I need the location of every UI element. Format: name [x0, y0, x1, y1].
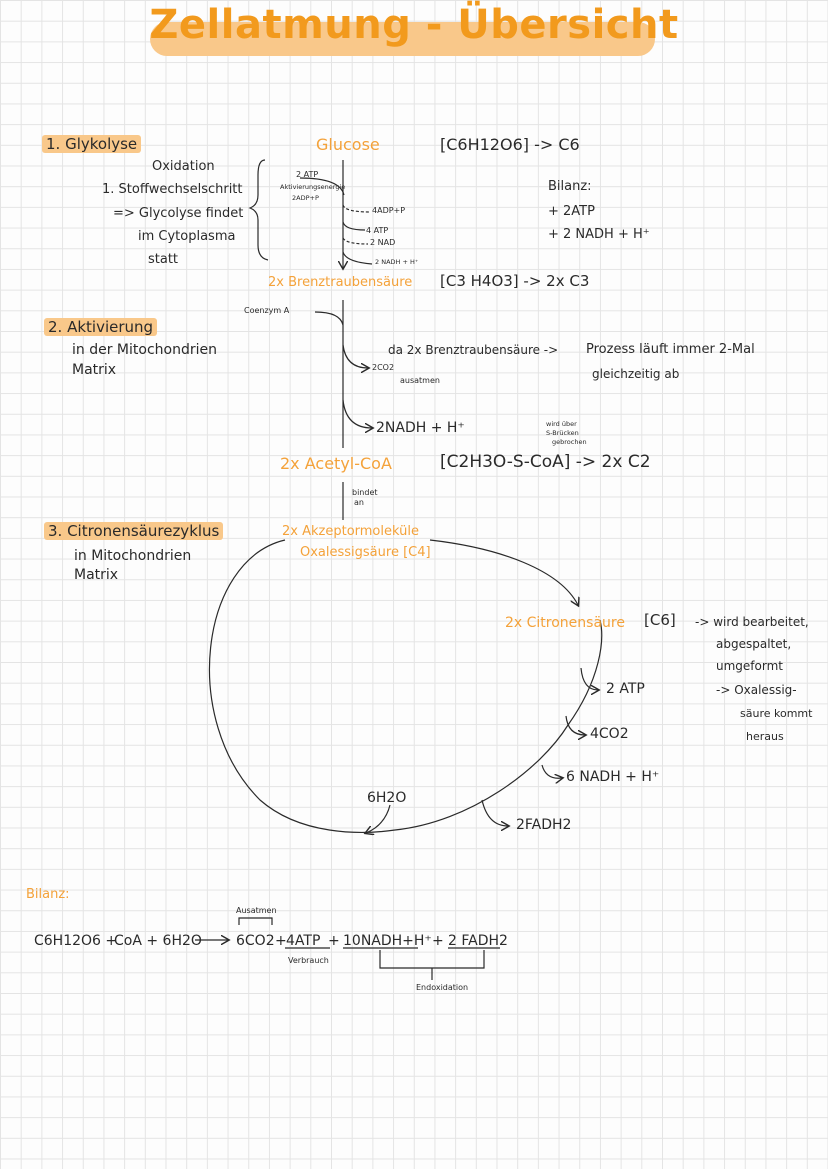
coenzym-a: Coenzym A [244, 306, 290, 315]
process-note-2: gleichzeitig ab [592, 367, 680, 381]
summary-label: Bilanz: [26, 887, 70, 902]
sec2-note: Matrix [72, 362, 117, 378]
cycle-atp: 2 ATP [606, 681, 645, 697]
acceptor-label: 2x Akzeptormoleküle [282, 524, 419, 539]
sec3-note: Matrix [74, 567, 119, 583]
section-1-heading: 1. Glykolyse [42, 135, 142, 153]
output-atp: 4 ATP [366, 226, 389, 235]
bridge-note: gebrochen [552, 438, 587, 446]
sec1-note: im Cytoplasma [138, 229, 236, 244]
acetyl-coa-label: 2x Acetyl-CoA [280, 454, 392, 473]
co2-label: 2CO2 [372, 363, 395, 372]
page-title: Zellatmung - Übersicht [149, 2, 679, 48]
summary-fadh: 2 FADH2 [448, 933, 508, 949]
exhale-label: ausatmen [400, 376, 440, 385]
sec3-note: in Mitochondrien [74, 548, 192, 564]
input-nad: 2 NAD [370, 238, 396, 247]
summary-usage: Verbrauch [288, 956, 329, 965]
output-nadh: 2 NADH + H⁺ [375, 258, 419, 266]
citric-acid-label: 2x Citronensäure [505, 615, 625, 631]
bilanz-1-nadh: + 2 NADH + H⁺ [548, 227, 650, 242]
output-adp: 4ADP+P [372, 206, 406, 215]
process-notes: abgespaltet, [716, 637, 792, 651]
input-adp: 2ADP+P [292, 194, 319, 202]
process-notes: säure kommt [740, 707, 813, 720]
input-atp: 2 ATP [296, 170, 319, 179]
process-notes: heraus [746, 730, 784, 743]
summary-endox: Endoxidation [416, 983, 469, 992]
binds-label: bindet [352, 488, 378, 497]
summary-plus: + [328, 933, 340, 949]
summary-lhs-1: C6H12O6 + [34, 933, 118, 949]
pyruvate-label: 2x Brenztraubensäure [268, 275, 413, 290]
cycle-nadh: 6 NADH + H⁺ [566, 769, 660, 785]
summary-lhs-2: CoA + 6H2O [114, 933, 202, 949]
glucose-label: Glucose [316, 135, 380, 154]
summary-plus: + [432, 933, 444, 949]
sec1-note: Oxidation [152, 159, 215, 174]
glucose-formula: [C6H12O6] -> C6 [440, 135, 580, 154]
sec2-note: in der Mitochondrien [72, 342, 217, 358]
process-notes: -> Oxalessig- [716, 683, 797, 697]
acetyl-coa-formula: [C2H3O-S-CoA] -> 2x C2 [440, 452, 651, 472]
sec1-note: 1. Stoffwechselschritt [102, 182, 243, 197]
cycle-co2: 4CO2 [590, 726, 629, 742]
title-highlight [150, 22, 655, 56]
citric-acid-formula: [C6] [644, 611, 676, 629]
section-2-heading: 2. Aktivierung [44, 318, 158, 336]
summary-plus: + [275, 933, 287, 949]
summary-nadh: 10NADH+H⁺ [343, 933, 432, 949]
sec1-note: statt [148, 252, 179, 267]
bridge-note: S-Brücken [546, 429, 579, 437]
binds-label-2: an [354, 498, 364, 507]
oxaloacetate-label: Oxalessigsäure [C4] [300, 545, 431, 560]
bilanz-1-label: Bilanz: [548, 179, 592, 194]
process-notes: -> wird bearbeitet, [695, 615, 809, 629]
summary-exhale: Ausatmen [236, 906, 277, 915]
cycle-fadh: 2FADH2 [516, 817, 572, 833]
activation-energy: Aktivierungsenergie [280, 183, 346, 191]
bridge-note: wird über [546, 420, 577, 428]
process-note: Prozess läuft immer 2-Mal [586, 342, 755, 357]
reason-text: da 2x Brenztraubensäure -> [388, 343, 559, 357]
sec1-note: => Glycolyse findet [113, 206, 244, 221]
summary-atp: 4ATP [286, 933, 321, 949]
process-notes: umgeformt [716, 659, 783, 673]
pyruvate-formula: [C3 H4O3] -> 2x C3 [440, 272, 590, 290]
summary-co2: 6CO2 [236, 933, 275, 949]
nadh-label-2: 2NADH + H⁺ [376, 420, 465, 436]
bilanz-1-atp: + 2ATP [548, 204, 595, 219]
cycle-water: 6H2O [367, 790, 407, 806]
section-3-heading: 3. Citronensäurezyklus [44, 522, 224, 540]
